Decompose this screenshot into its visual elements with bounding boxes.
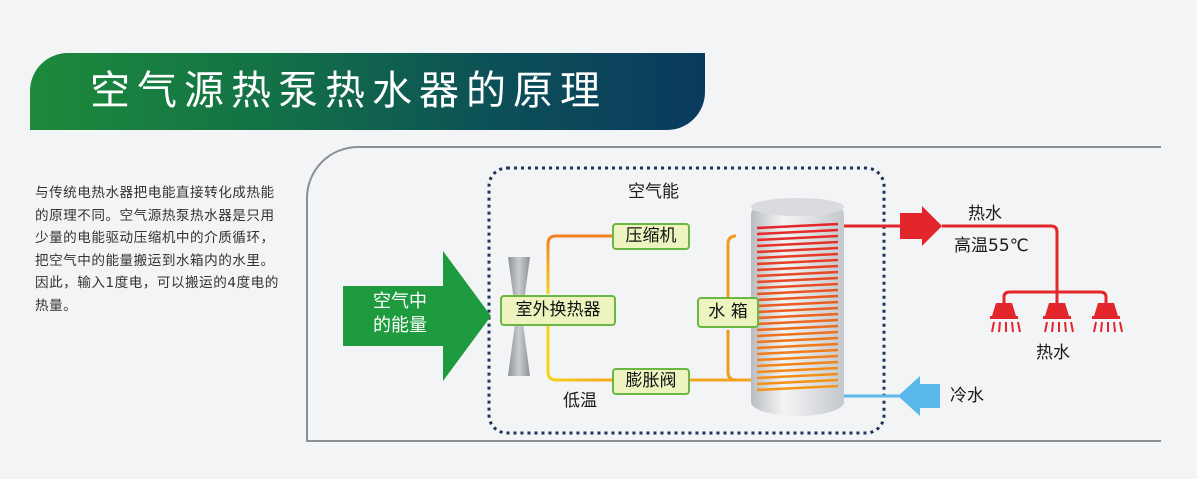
coil-stripe <box>756 258 839 266</box>
coil-stripe <box>756 288 839 296</box>
outdoor-exchanger-box: 室外换热器 <box>500 295 616 326</box>
coil-stripe <box>756 276 839 284</box>
heating-coil <box>756 222 839 392</box>
energy-inflow-arrow <box>343 251 491 381</box>
inflow-arrow-label-line2: 的能量 <box>373 315 427 336</box>
shower-head-icon-3 <box>1092 303 1123 333</box>
compressor-box: 压缩机 <box>612 223 690 250</box>
coil-stripe <box>756 294 839 302</box>
description-text: 与传统电热水器把电能直接转化成热能的原理不同。空气源热泵热水器是只用少量的电能驱… <box>35 185 279 314</box>
shower-head-icon-2 <box>1043 303 1074 333</box>
coil-stripe <box>756 366 839 374</box>
coil-stripe <box>756 324 839 332</box>
coil-stripe <box>756 342 839 350</box>
coil-stripe <box>756 252 839 260</box>
hot-water-label: 热水 <box>968 204 1002 224</box>
coil-stripe <box>756 318 839 326</box>
coil-stripe <box>756 378 839 386</box>
shower-manifold <box>1002 290 1108 303</box>
coil-stripe <box>756 348 839 356</box>
loop-pipe-left-lower <box>546 326 612 382</box>
coil-stripe <box>756 312 839 320</box>
water-tank-box: 水 箱 <box>697 297 759 328</box>
loop-pipe-left <box>546 234 612 294</box>
diagram-frame <box>306 146 1161 442</box>
coil-stripe <box>756 372 839 380</box>
coil-stripe <box>756 306 839 314</box>
coil-stripe <box>756 282 839 290</box>
coil-stripe <box>756 246 839 254</box>
title-banner <box>30 53 705 130</box>
coil-stripe <box>756 240 839 248</box>
low-temp-label: 低温 <box>563 391 597 411</box>
page-title: 空气源热泵热水器的原理 <box>90 68 607 114</box>
hot-water-pipe <box>942 224 1059 292</box>
coil-stripe <box>756 234 839 242</box>
coil-stripe <box>756 228 839 236</box>
coil-stripe <box>756 300 839 308</box>
expansion-valve-box: 膨胀阀 <box>612 368 690 395</box>
hot-water-arrow <box>900 206 942 246</box>
coil-stripe <box>756 270 839 278</box>
high-temp-label: 高温55℃ <box>954 236 1029 256</box>
coil-stripe <box>756 384 839 392</box>
air-energy-label: 空气能 <box>628 182 679 202</box>
coil-stripe <box>756 354 839 362</box>
cold-water-label: 冷水 <box>950 386 984 406</box>
hot-water-outlet-label: 热水 <box>1036 343 1070 363</box>
coil-stripe <box>756 360 839 368</box>
inflow-arrow-label-line1: 空气中 <box>373 291 427 312</box>
loop-pipe-center <box>726 234 737 382</box>
coil-stripe <box>756 336 839 344</box>
coil-stripe <box>756 222 839 230</box>
shower-head-icon-1 <box>990 303 1021 333</box>
coil-stripe <box>756 330 839 338</box>
coil-stripe <box>756 264 839 272</box>
cold-water-arrow <box>898 376 940 416</box>
